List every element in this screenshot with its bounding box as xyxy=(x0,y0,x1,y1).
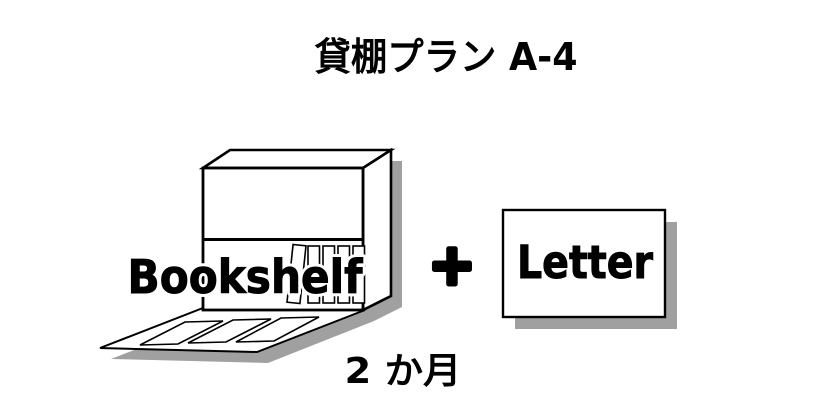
bookshelf-label: Bookshelf xyxy=(128,250,364,304)
bookshelf-top-face xyxy=(198,148,396,170)
plus-icon: + xyxy=(429,233,476,298)
book xyxy=(322,245,336,304)
mat-item xyxy=(187,318,272,344)
mat-item xyxy=(235,316,320,343)
duration-label: 2 か月 xyxy=(345,351,462,392)
book xyxy=(352,245,366,304)
letter-label: Letter xyxy=(517,236,654,289)
bookshelf-side-face xyxy=(361,147,393,313)
page-title: 貸棚プラン A-4 xyxy=(315,35,578,79)
mat-item xyxy=(139,320,224,346)
book-tilted xyxy=(286,243,307,305)
bookshelf-label-halo: Bookshelf xyxy=(128,250,364,304)
book xyxy=(337,245,351,304)
book xyxy=(307,245,321,304)
letter-card xyxy=(501,208,667,319)
